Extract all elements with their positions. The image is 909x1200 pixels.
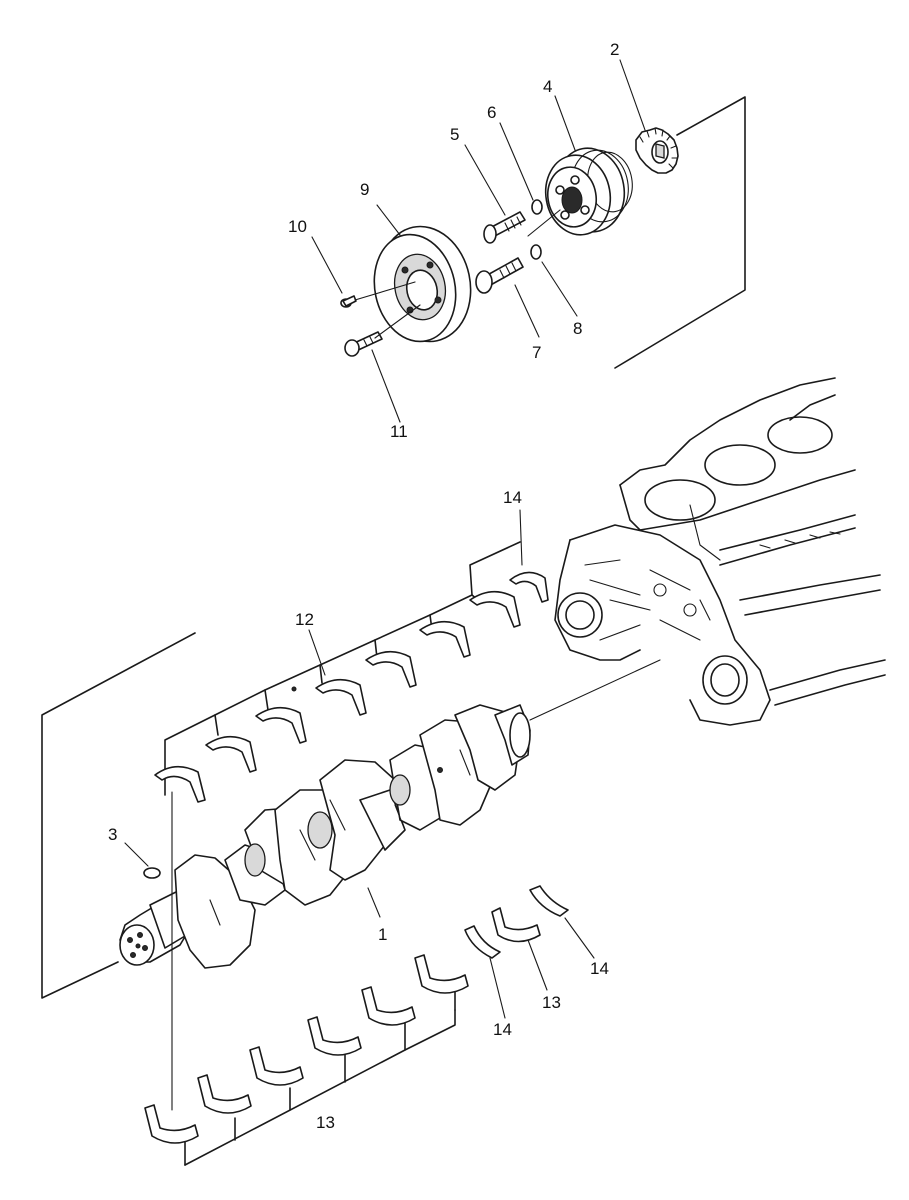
engine-block bbox=[554, 377, 886, 726]
dowel-10 bbox=[340, 295, 357, 308]
callout-12: 12 bbox=[295, 610, 314, 629]
crankshaft-group-frame bbox=[41, 632, 196, 999]
callout-6: 6 bbox=[487, 103, 496, 122]
washer-6 bbox=[531, 199, 543, 215]
callout-7: 7 bbox=[532, 343, 541, 362]
callout-8: 8 bbox=[573, 319, 582, 338]
crankshaft bbox=[119, 704, 531, 969]
bolt-7 bbox=[475, 257, 524, 294]
callout-14-right: 14 bbox=[590, 959, 609, 978]
callout-14-middle: 14 bbox=[493, 1020, 512, 1039]
callout-labels: 1 2 3 4 5 6 7 8 9 10 11 12 13 13 14 14 1… bbox=[108, 40, 619, 1132]
leader-lines bbox=[124, 59, 646, 1019]
callout-13-right: 13 bbox=[542, 993, 561, 1012]
pulley-group-frame bbox=[614, 96, 746, 369]
pulley-axis-line bbox=[354, 209, 561, 339]
upper-bearing-shells bbox=[154, 571, 549, 803]
crank-pulley bbox=[544, 147, 633, 236]
washer-8 bbox=[530, 244, 542, 260]
vibration-damper bbox=[373, 225, 472, 343]
callout-5: 5 bbox=[450, 125, 459, 144]
callout-13-lower-set: 13 bbox=[316, 1113, 335, 1132]
bolt-5 bbox=[483, 211, 526, 244]
crankshaft-axis-line bbox=[529, 659, 661, 721]
callout-4: 4 bbox=[543, 77, 552, 96]
lower-bearing-shells bbox=[144, 885, 569, 1144]
lower-bearing-frame bbox=[184, 984, 456, 1166]
upper-bearing-frame bbox=[164, 541, 521, 796]
callout-2: 2 bbox=[610, 40, 619, 59]
callout-14-top: 14 bbox=[503, 488, 522, 507]
callout-10: 10 bbox=[288, 217, 307, 236]
bolt-11 bbox=[344, 331, 383, 357]
crankshaft-gear bbox=[635, 127, 679, 174]
callout-9: 9 bbox=[360, 180, 369, 199]
callout-1: 1 bbox=[378, 925, 387, 944]
callout-3: 3 bbox=[108, 825, 117, 844]
callout-11: 11 bbox=[390, 422, 408, 441]
key-3 bbox=[143, 867, 161, 879]
